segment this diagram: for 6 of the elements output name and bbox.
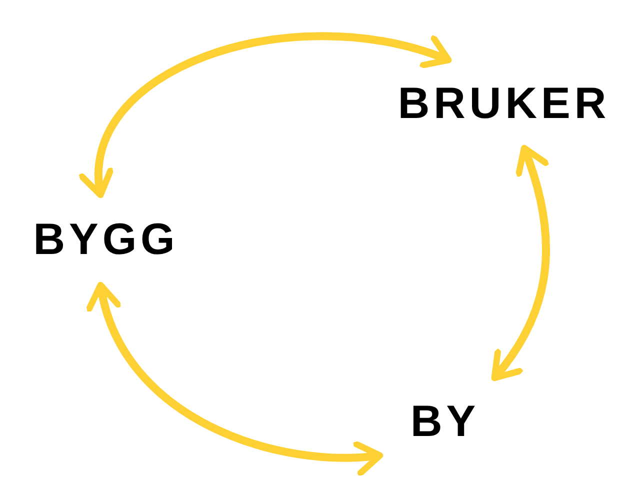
node-label: BY [410,396,480,446]
node-label: BRUKER [398,79,610,129]
curved-arrow [491,144,550,382]
curved-arrow [82,32,452,198]
curved-arrow [88,282,384,475]
node-label: BYGG [33,215,179,265]
